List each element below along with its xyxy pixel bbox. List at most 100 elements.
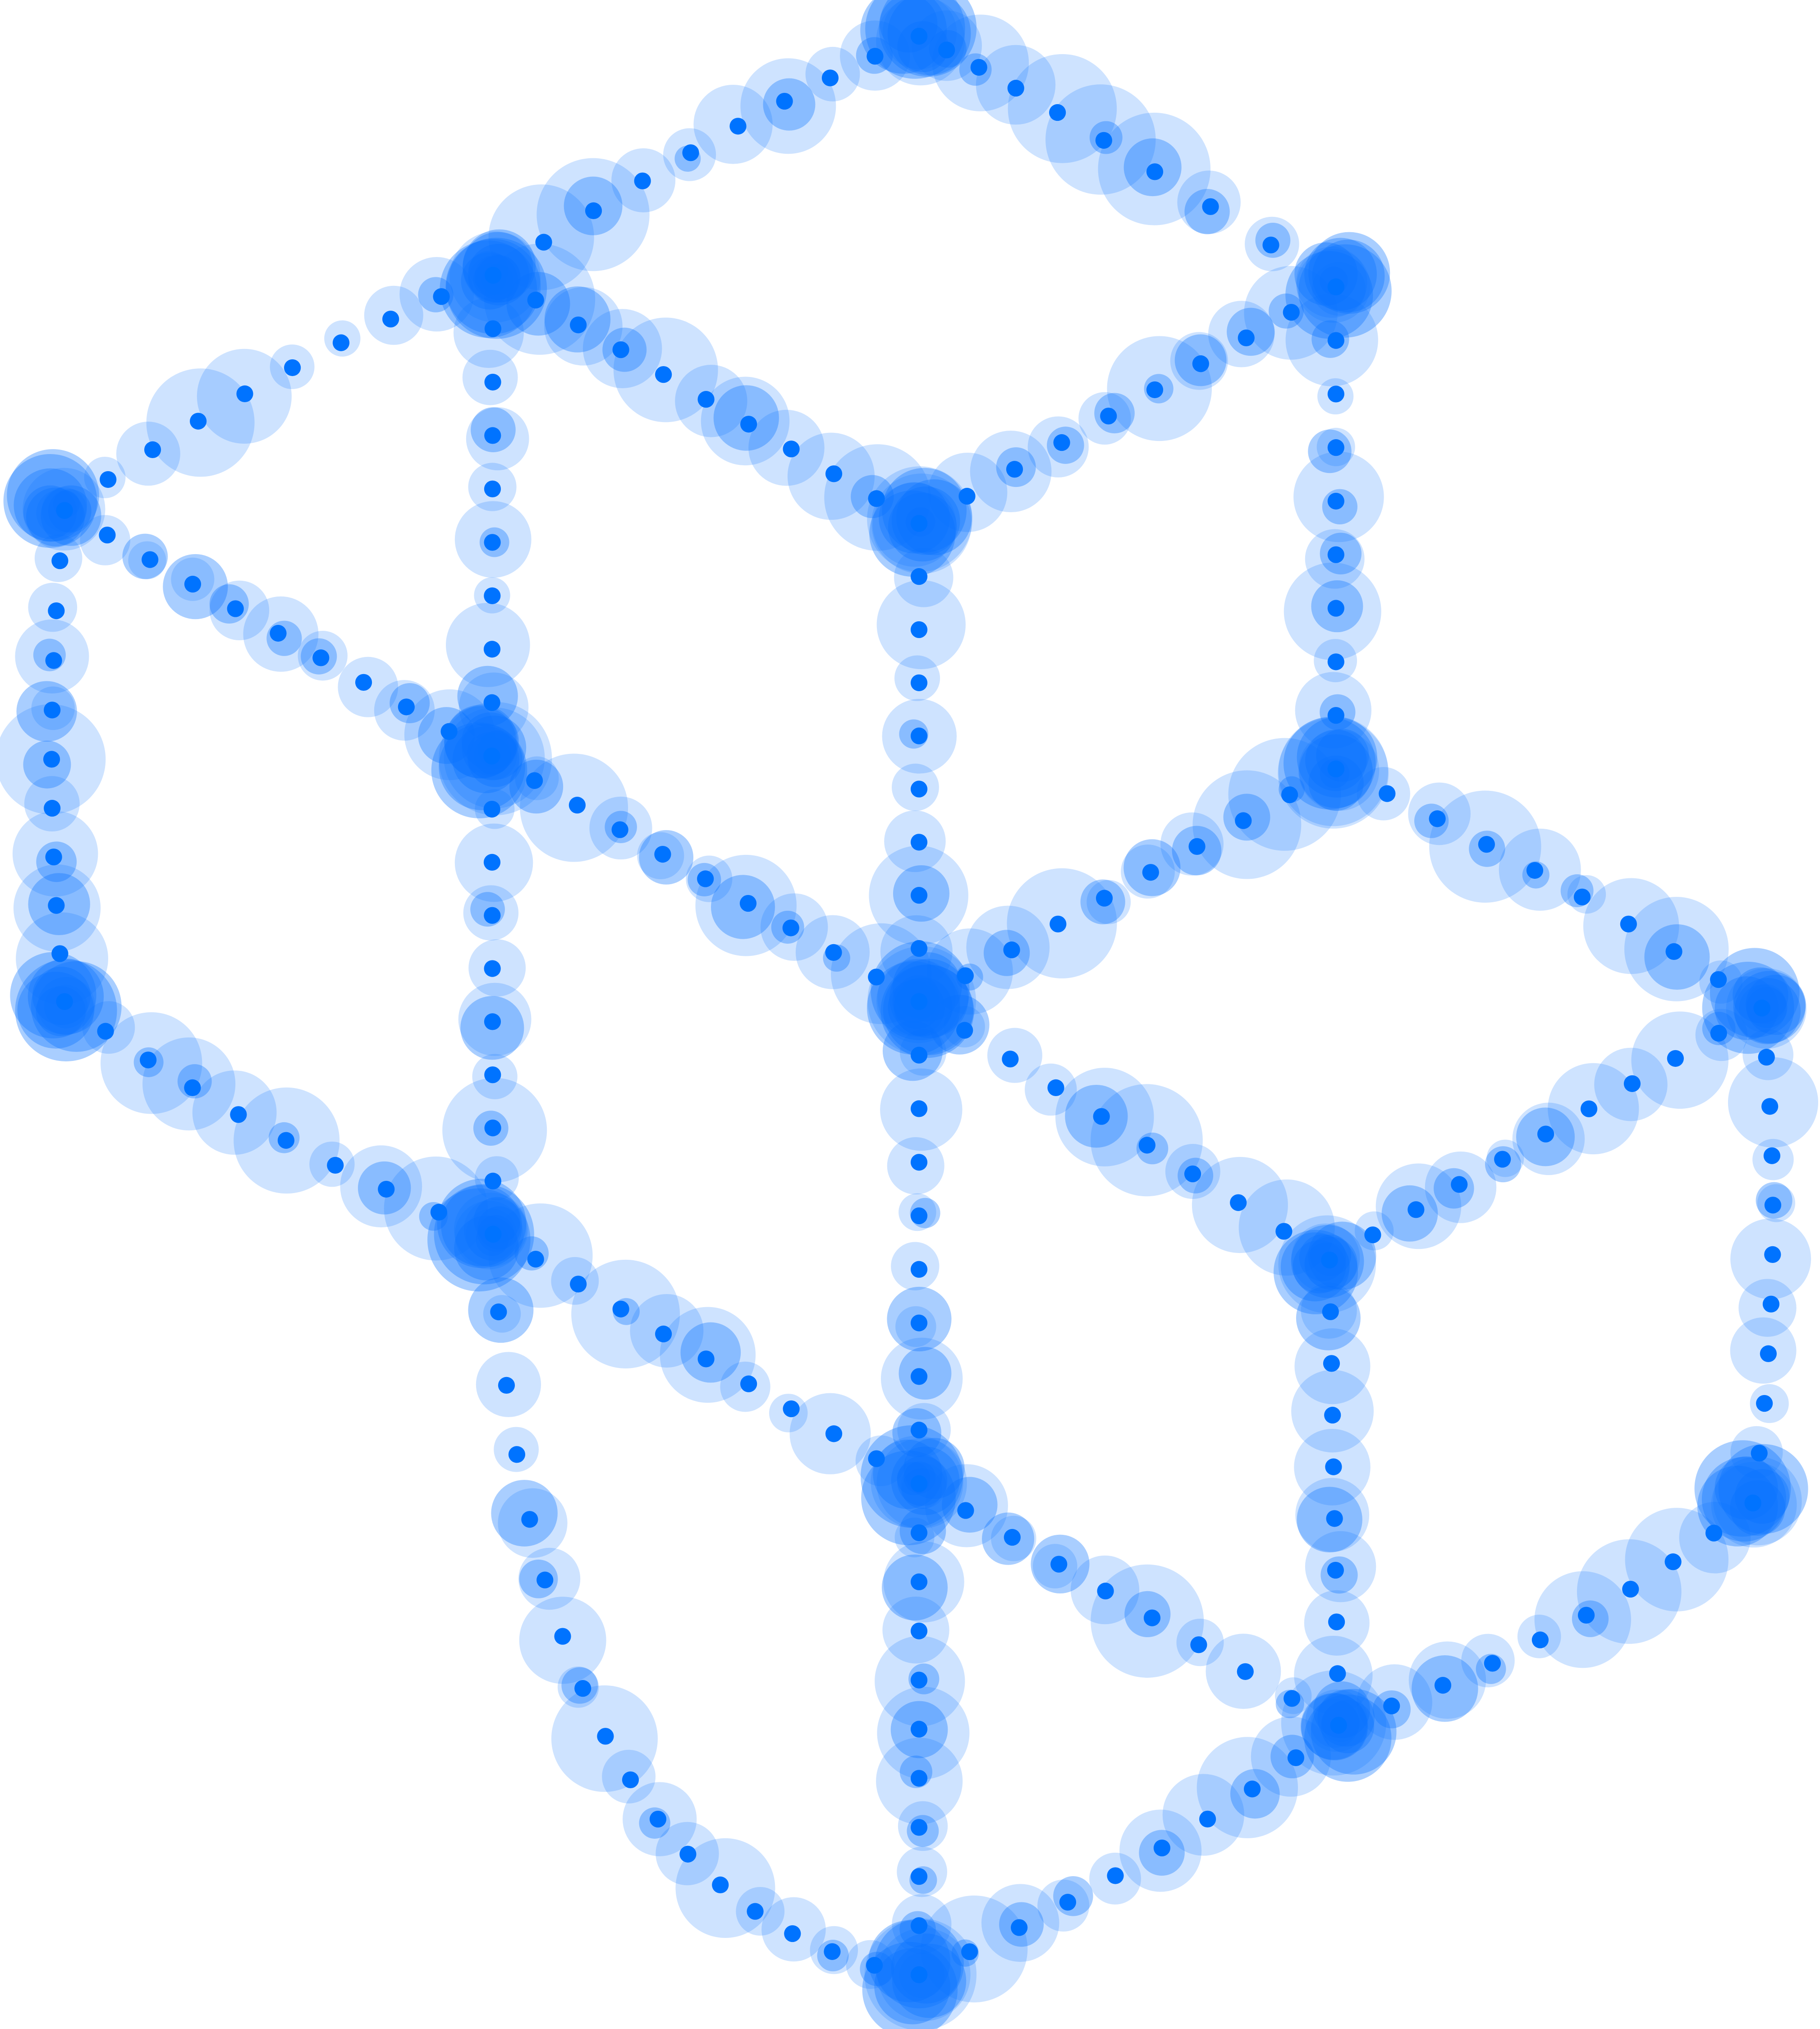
dot — [332, 334, 350, 351]
dot — [740, 416, 757, 433]
dot — [910, 621, 928, 638]
dot — [783, 441, 800, 458]
dot — [484, 480, 501, 498]
dot — [1580, 1100, 1598, 1117]
dot — [1484, 1655, 1501, 1672]
dot — [1324, 1406, 1341, 1424]
dot — [712, 1876, 729, 1894]
dot — [1184, 1165, 1201, 1183]
dot — [1323, 1355, 1340, 1372]
dot — [1011, 1919, 1028, 1936]
vertex-halo — [434, 1184, 534, 1285]
dot — [1007, 79, 1024, 97]
vertex-halo — [1718, 1444, 1808, 1534]
dot — [585, 202, 602, 220]
dot — [535, 234, 552, 251]
dot — [56, 502, 73, 519]
vertex-halo — [437, 1179, 527, 1268]
dot — [1573, 888, 1591, 906]
vertex-halo — [1308, 755, 1364, 811]
dot — [1325, 1458, 1342, 1475]
dot — [483, 748, 500, 765]
dot — [970, 59, 987, 76]
dot — [1753, 1000, 1770, 1017]
dot — [1100, 408, 1117, 425]
dot — [1710, 971, 1727, 988]
dot — [1199, 1810, 1216, 1828]
vertex-halo — [868, 1920, 950, 2002]
dot — [56, 993, 73, 1010]
dot — [527, 291, 544, 309]
dot — [1321, 1251, 1338, 1269]
dot — [484, 1066, 501, 1083]
dot — [1244, 1781, 1261, 1798]
dot — [277, 1132, 295, 1149]
dot — [910, 887, 928, 904]
vertex-halo — [17, 972, 94, 1049]
dot — [956, 1022, 973, 1039]
dot — [634, 172, 651, 189]
vertex-halo — [883, 964, 973, 1056]
dot — [1478, 835, 1495, 853]
dot — [1751, 1445, 1768, 1462]
dot — [1059, 1894, 1077, 1911]
dot — [824, 1943, 841, 1960]
dot — [1327, 332, 1344, 349]
dot — [1327, 439, 1344, 456]
dot — [43, 751, 60, 768]
vertex-halo — [1280, 1232, 1350, 1302]
dot — [184, 1079, 201, 1097]
vertex-halo — [445, 239, 541, 334]
dot — [1758, 1049, 1775, 1066]
dot — [1526, 862, 1544, 879]
dot — [1328, 1613, 1345, 1630]
vertex-halo — [1313, 1681, 1370, 1739]
dot — [1623, 1075, 1641, 1092]
vertex-halo — [866, 961, 960, 1055]
dot — [1281, 786, 1298, 803]
vertex-halo — [1304, 1694, 1392, 1782]
dot — [910, 1819, 928, 1836]
vertex-halo — [1298, 244, 1392, 338]
vertex-halo — [441, 1185, 523, 1267]
dot — [484, 373, 501, 391]
dot — [611, 821, 628, 838]
dot — [1494, 1151, 1511, 1168]
dot — [910, 515, 928, 532]
dot — [484, 907, 501, 924]
dot — [484, 1119, 501, 1137]
dot — [729, 118, 747, 135]
dot — [682, 144, 699, 161]
dot — [398, 698, 415, 716]
dot — [910, 780, 928, 798]
dot — [957, 967, 974, 984]
dot — [1379, 785, 1396, 802]
dot — [1006, 461, 1023, 478]
dot — [1620, 915, 1637, 932]
dot — [1760, 1345, 1777, 1362]
dot — [910, 568, 928, 585]
vertex-halo — [1320, 1700, 1374, 1754]
dot — [483, 694, 500, 711]
dot — [140, 1051, 157, 1069]
dot — [612, 341, 629, 358]
dot — [1235, 812, 1252, 829]
dot — [526, 772, 543, 789]
dot — [740, 1375, 757, 1392]
dot — [527, 1250, 544, 1268]
dot — [1434, 1677, 1452, 1694]
dot — [1327, 386, 1344, 403]
dot — [622, 1771, 639, 1788]
dot — [825, 1425, 843, 1442]
vertex-halo — [1304, 238, 1377, 311]
dot — [144, 441, 161, 459]
dot — [484, 534, 501, 551]
dot — [1002, 1051, 1019, 1068]
dot — [1049, 104, 1066, 121]
vertex-halo — [462, 715, 527, 780]
dot — [697, 1350, 715, 1368]
dot — [910, 1047, 928, 1064]
dot — [51, 945, 69, 962]
dot — [654, 845, 671, 863]
dot — [1188, 838, 1206, 855]
